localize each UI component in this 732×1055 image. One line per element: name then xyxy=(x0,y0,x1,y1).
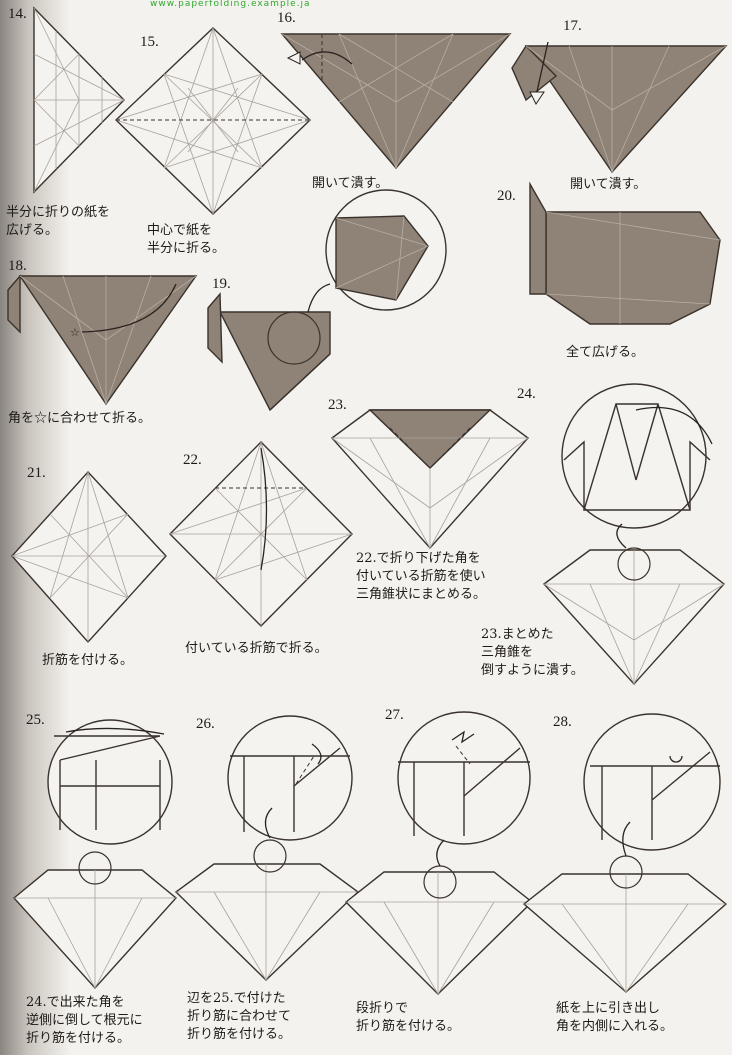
step-15-number: 15. xyxy=(140,34,159,50)
step-26-caption: 辺を25.で付けた 折り筋に合わせて 折り筋を付ける。 xyxy=(187,991,292,1042)
step-25-detail-circle xyxy=(47,719,173,845)
step-14-diagram xyxy=(33,6,125,194)
step-28-caption: 紙を上に引き出し 角を内側に入れる。 xyxy=(556,1001,674,1034)
step-27-diagram xyxy=(344,711,534,995)
step-24-diagram xyxy=(542,383,726,686)
step-24-caption: 23.まとめた 三角錐を 倒すように潰す。 xyxy=(481,627,584,678)
step-26-number: 26. xyxy=(196,716,215,732)
step-25-caption: 24.で出来た角を 逆側に倒して根元に 折り筋を付ける。 xyxy=(26,995,143,1046)
step-22-caption: 付いている折筋で折る。 xyxy=(185,641,328,656)
step-16-number: 16. xyxy=(277,10,296,26)
step-26-detail-circle xyxy=(227,715,353,841)
step-26-diagram xyxy=(174,715,360,981)
step-20-number: 20. xyxy=(497,188,516,204)
header-site-text: www.paperfolding.example.ja xyxy=(150,0,311,9)
step-14-number: 14. xyxy=(8,6,27,22)
step-18-caption: 角を☆に合わせて折る。 xyxy=(8,411,152,426)
step-27-number: 27. xyxy=(385,707,404,723)
step-28-diagram xyxy=(522,713,728,993)
step-17-number: 17. xyxy=(563,18,582,34)
step-20-diagram xyxy=(529,181,721,325)
step-21-diagram xyxy=(11,470,167,644)
step-25-number: 25. xyxy=(26,712,45,728)
step-24-number: 24. xyxy=(517,386,536,402)
step-18-number: 18. xyxy=(8,258,27,274)
step-20-caption: 全て広げる。 xyxy=(566,345,645,360)
step-22-number: 22. xyxy=(183,452,202,468)
step-18-diagram: ☆ xyxy=(7,274,198,406)
step-23-caption: 22.で折り下げた角を 付いている折筋を使い 三角錐状にまとめる。 xyxy=(356,551,487,602)
step-23-diagram xyxy=(330,409,530,550)
step-21-caption: 折筋を付ける。 xyxy=(42,653,134,668)
step-16-caption: 開いて潰す。 xyxy=(312,176,389,191)
step-16-diagram xyxy=(280,33,512,170)
step-21-number: 21. xyxy=(27,465,46,481)
step-22-diagram xyxy=(169,441,353,627)
step-25-diagram xyxy=(12,719,178,990)
step-17-caption: 開いて潰す。 xyxy=(570,177,647,192)
step-17-diagram xyxy=(511,41,728,174)
step-27-caption: 段折りで 折り筋を付ける。 xyxy=(356,1001,461,1034)
step-14-caption: 半分に折りの紙を 広げる。 xyxy=(6,205,111,238)
step-23-number: 23. xyxy=(328,397,347,413)
step-19-diagram xyxy=(207,189,447,412)
step-15-diagram xyxy=(114,27,312,215)
svg-text:☆: ☆ xyxy=(70,326,80,339)
step-19-number: 19. xyxy=(212,276,231,292)
step-15-caption: 中心で紙を 半分に折る。 xyxy=(147,223,226,256)
step-28-number: 28. xyxy=(553,714,572,730)
